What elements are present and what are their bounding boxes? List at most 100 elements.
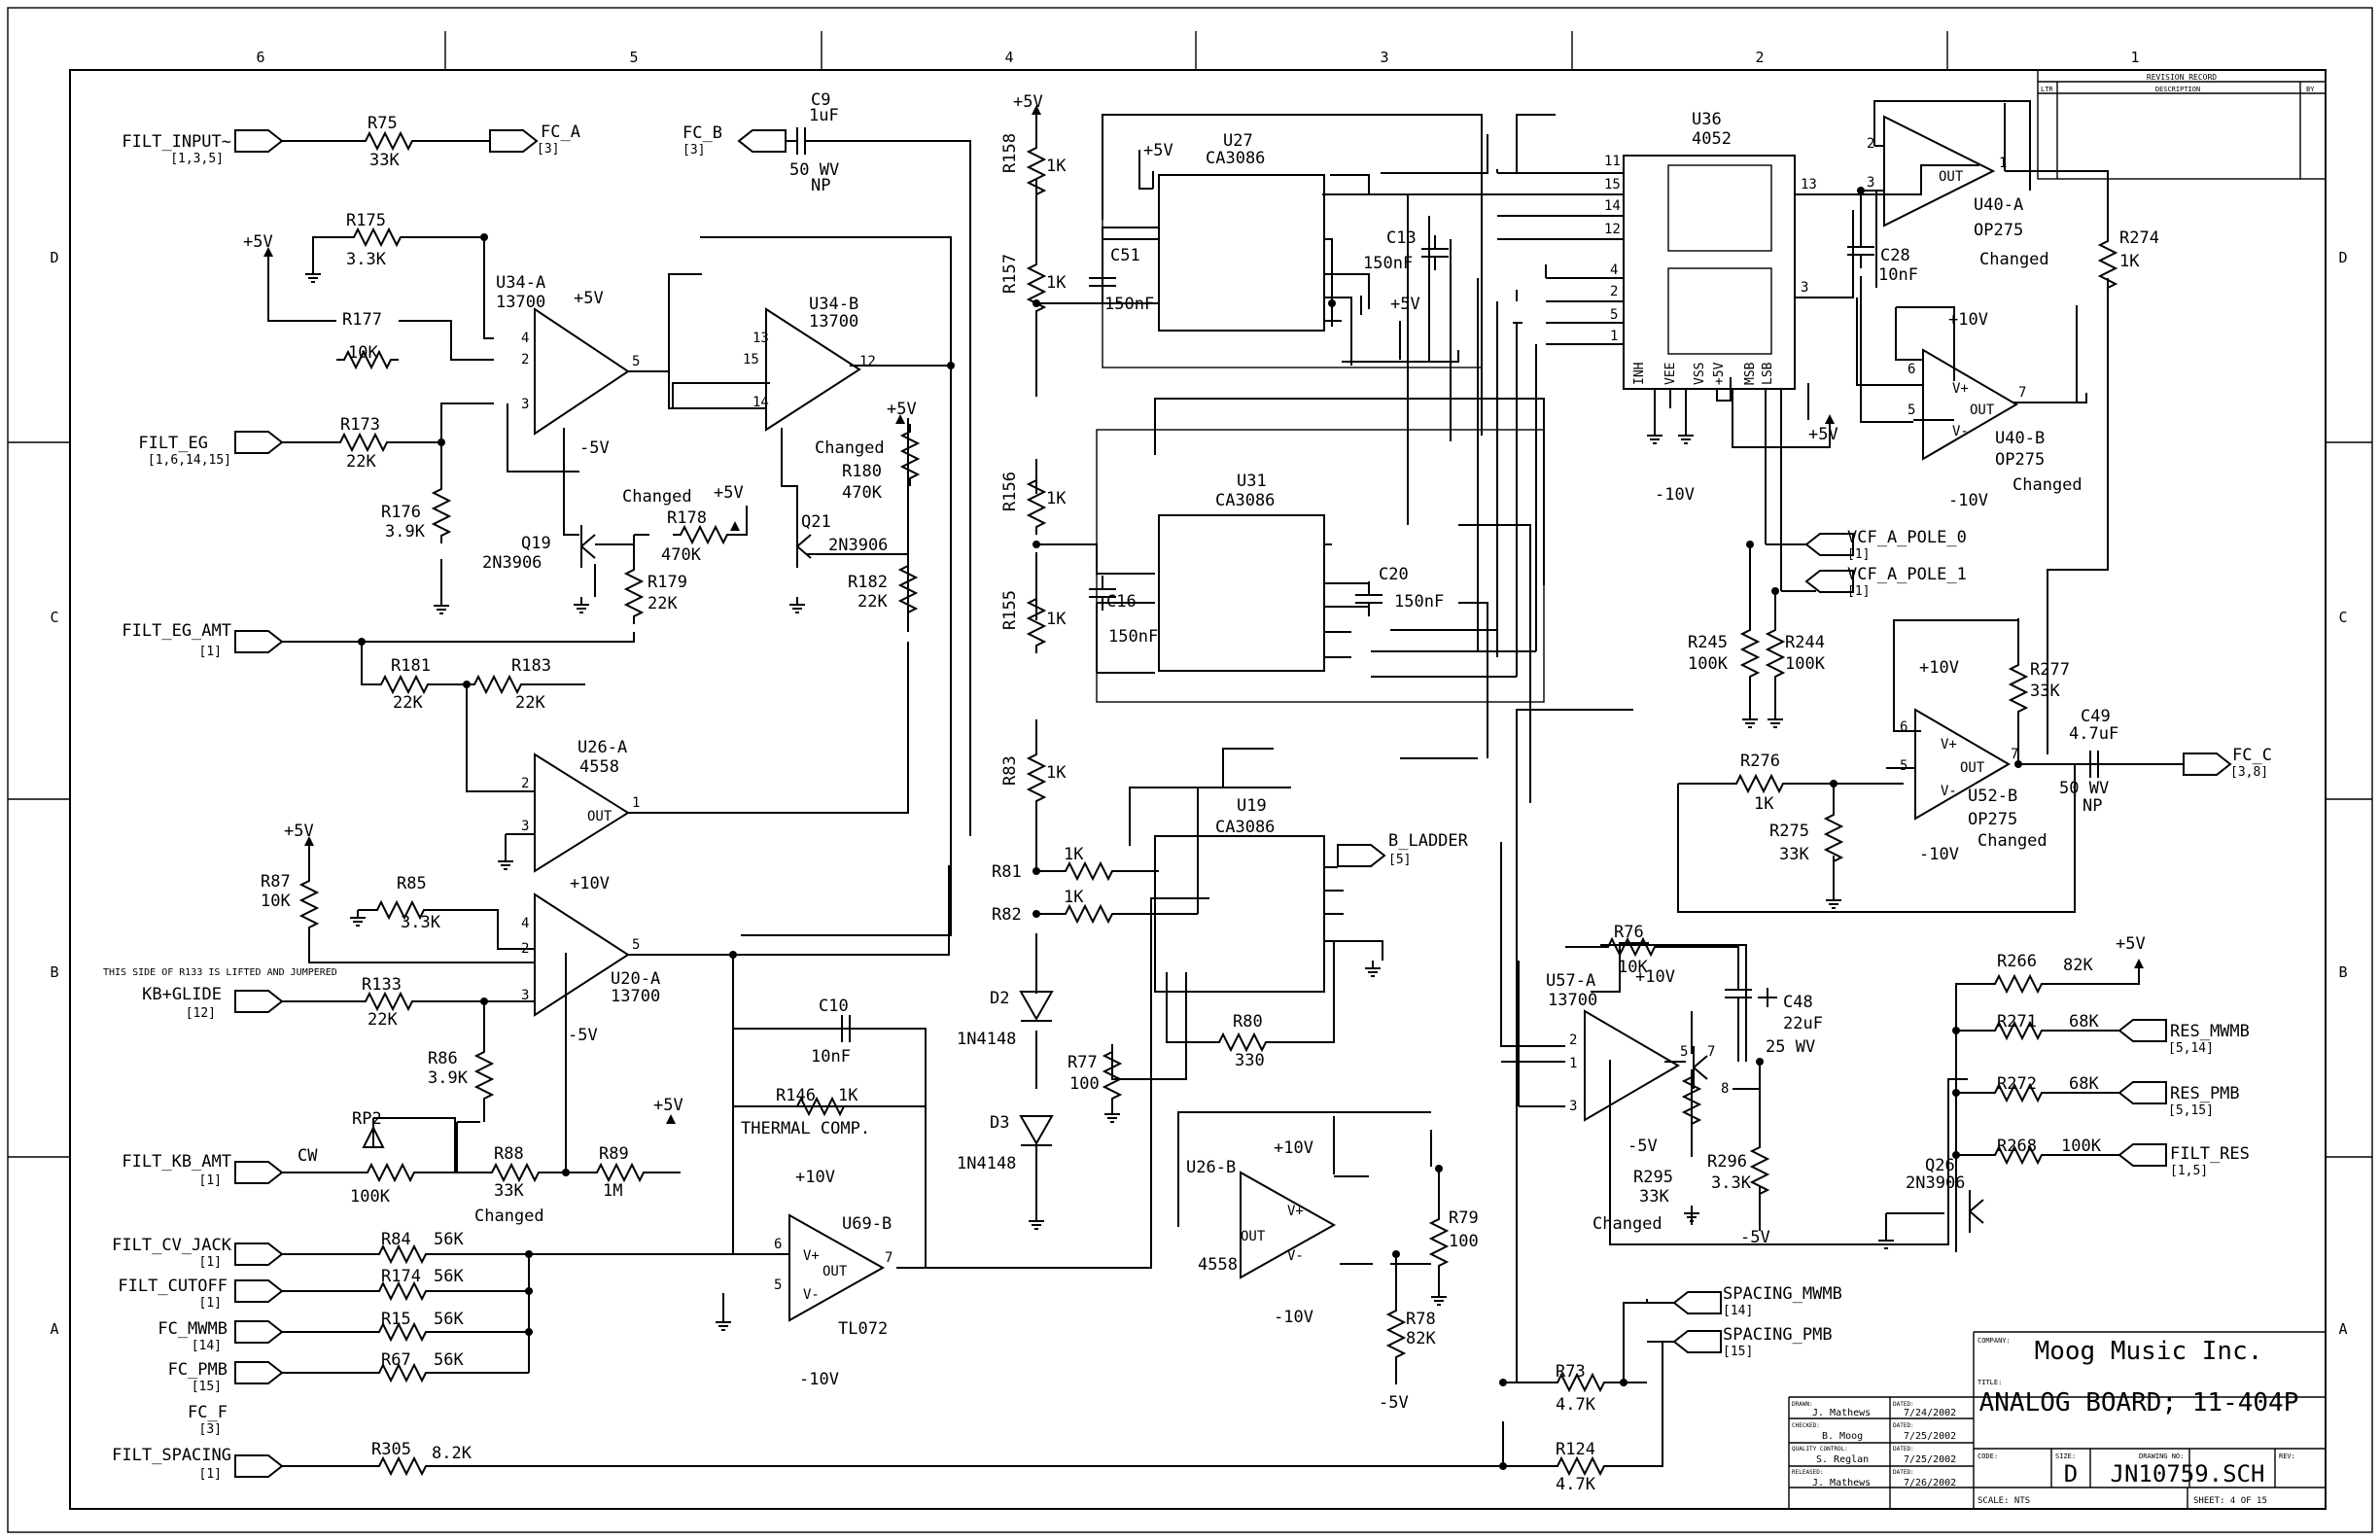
ref-designator: R275	[1769, 822, 1809, 841]
ref-designator: R75	[368, 114, 398, 133]
part-value: 2N3906	[482, 553, 542, 573]
pin-number: 2	[1569, 1032, 1577, 1048]
ref-designator: R77	[1068, 1053, 1098, 1072]
ref-designator: R274	[2119, 228, 2159, 248]
ref-designator: R266	[1997, 952, 2037, 971]
pin-label: OUT	[1960, 760, 1985, 776]
port-ref: [1]	[1847, 584, 1870, 599]
rail-label: -10V	[1655, 485, 1695, 505]
part-value: 3.9K	[428, 1068, 469, 1088]
part-value: 10nF	[1878, 265, 1918, 285]
rail-label: -5V	[1379, 1393, 1409, 1413]
pin-number: 4	[521, 331, 529, 346]
revision-title: REVISION RECORD	[2147, 73, 2217, 82]
pin-label: V+	[1287, 1204, 1304, 1219]
pin-label: V-	[803, 1287, 820, 1303]
rail-label: +5V	[1808, 425, 1838, 444]
part-value: 13700	[496, 293, 545, 312]
pin-label: V-	[1941, 784, 1957, 799]
row-label: C	[2338, 609, 2347, 626]
ref-designator: R182	[848, 573, 888, 592]
port-kb-glide: KB+GLIDE	[142, 985, 222, 1004]
ref-designator: R15	[381, 1310, 411, 1329]
ref-designator: R156	[1000, 472, 1020, 511]
rail-label: +10V	[1919, 658, 1959, 678]
rail-label: +5V	[2116, 934, 2146, 954]
ic-pin-name: VSS	[1693, 363, 1707, 385]
ref-designator: R89	[599, 1144, 629, 1164]
rev-header: LTR	[2041, 86, 2053, 93]
col-label: 4	[1004, 49, 1013, 66]
ref-designator: R271	[1997, 1012, 2037, 1032]
pin-number: 5	[1610, 307, 1618, 323]
port-fc-f: FC_F	[188, 1403, 228, 1422]
port-ref: [15]	[192, 1380, 222, 1394]
rail-label: +10V	[1635, 967, 1675, 987]
ref-designator: R277	[2030, 660, 2070, 680]
part-value: 2N3906	[828, 536, 888, 555]
size-value: D	[2064, 1460, 2078, 1488]
ref-designator: R174	[381, 1267, 421, 1286]
ref-designator: C16	[1106, 592, 1137, 612]
part-value: 56K	[434, 1350, 464, 1370]
ref-designator: R272	[1997, 1074, 2037, 1094]
part-value: 56K	[434, 1310, 464, 1329]
row-label: A	[2338, 1320, 2347, 1338]
port-fc-a: FC_A	[541, 122, 580, 142]
part-value: 1K	[1046, 610, 1067, 629]
pin-number: 2	[1867, 136, 1874, 152]
tb-label: DATED:	[1893, 1401, 1914, 1408]
tb-label: COMPANY:	[1978, 1337, 2011, 1345]
part-value: CA3086	[1206, 149, 1265, 168]
part-value: 1K	[1754, 794, 1774, 814]
part-value: 330	[1235, 1051, 1265, 1070]
pin-number: 1	[1999, 156, 2007, 171]
part-value: 10K	[261, 892, 291, 911]
annotation-changed: Changed	[1978, 831, 2048, 851]
col-label: 6	[256, 49, 264, 66]
pin-number: 5	[632, 937, 640, 953]
pin-number: 3	[521, 988, 529, 1003]
pin-label: V-	[1287, 1248, 1304, 1264]
tb-label: RELEASED:	[1792, 1469, 1824, 1476]
annotation-changed: Changed	[2012, 475, 2082, 495]
pin-label: V+	[1952, 381, 1969, 397]
rev-header: DESCRIPTION	[2155, 86, 2200, 93]
part-value: 1N4148	[957, 1154, 1016, 1173]
part-value: 4.7K	[1556, 1395, 1596, 1415]
port-b-ladder: B_LADDER	[1388, 831, 1469, 851]
pin-number: 2	[521, 776, 529, 791]
ref-designator: U57-A	[1546, 971, 1595, 991]
pin-number: 13	[1801, 177, 1817, 192]
ref-designator: C20	[1379, 565, 1409, 584]
ref-designator: R84	[381, 1230, 411, 1249]
pin-number: 3	[1867, 175, 1874, 191]
quality-name: S. Reglan	[1816, 1454, 1869, 1465]
part-value: OP275	[1974, 221, 2023, 240]
ref-designator: R86	[428, 1049, 458, 1068]
ref-designator: C48	[1783, 993, 1813, 1012]
pin-number: 15	[1604, 177, 1621, 192]
part-value: 22K	[515, 693, 545, 713]
sheet-number: SHEET: 4 OF 15	[2193, 1496, 2267, 1506]
pin-number: 4	[521, 916, 529, 931]
part-value: 68K	[2069, 1012, 2099, 1032]
ic-pin-name: LSB	[1761, 362, 1775, 385]
pin-number: 5	[774, 1278, 782, 1293]
port-ref: [3]	[682, 143, 705, 158]
part-value: 100	[1449, 1232, 1479, 1251]
ref-designator: R173	[340, 415, 380, 435]
row-label: B	[2338, 963, 2347, 981]
part-value: 82K	[2063, 956, 2093, 975]
ref-designator: R83	[1000, 755, 1020, 786]
port-ref: [1,5]	[2170, 1164, 2208, 1178]
part-value: 33K	[1779, 845, 1809, 864]
pin-number: 2	[521, 941, 529, 957]
part-value: 22uF	[1783, 1014, 1823, 1033]
col-label: 3	[1380, 49, 1388, 66]
port-ref: [14]	[192, 1339, 222, 1353]
part-value: 1K	[1046, 273, 1067, 293]
part-value: 1K	[1046, 157, 1067, 176]
ref-designator: R179	[648, 573, 687, 592]
pin-number: 2	[521, 352, 529, 368]
